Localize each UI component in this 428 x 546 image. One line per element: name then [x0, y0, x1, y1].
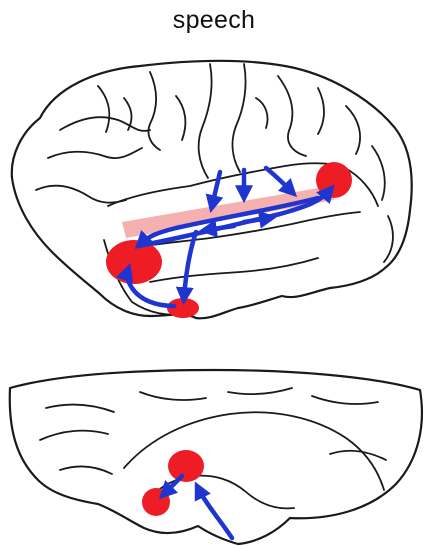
- ventral-sulcus-7: [60, 467, 112, 474]
- ventral-sulcus-3: [140, 392, 206, 400]
- ventral-pathway-up: [198, 488, 232, 538]
- ventral-sulcus-5: [312, 396, 378, 404]
- sulcus-3: [36, 186, 126, 203]
- sulcus-9: [346, 106, 360, 154]
- pathway-down-3: [266, 168, 292, 192]
- sulcus-5: [148, 72, 160, 150]
- sulcus-7: [278, 76, 306, 156]
- postcentral-sulcus: [233, 64, 246, 172]
- sulcus-12: [256, 98, 268, 128]
- ventral-sulcus-4: [228, 388, 292, 394]
- sulcus-11: [384, 216, 393, 262]
- lateral-brain-outline: [12, 61, 412, 319]
- ventral-sulcus-1: [46, 405, 114, 412]
- superior-temporal-highlight: [122, 186, 334, 238]
- pathway-down-1: [212, 172, 220, 206]
- lateral-brain-view: [12, 61, 412, 319]
- pathway-vertical: [184, 232, 196, 298]
- sulcus-10: [372, 146, 385, 200]
- ventral-sulcus-2: [40, 431, 108, 440]
- sulcus-6: [176, 96, 185, 140]
- ventral-pathways: [164, 476, 232, 538]
- sulcus-2: [48, 148, 142, 158]
- pathway-mid-right: [244, 218, 270, 222]
- sulcus-4: [98, 86, 109, 132]
- lateral-pathways: [127, 168, 330, 306]
- sulcus-8: [318, 88, 324, 134]
- activation-parietal: [316, 162, 352, 198]
- pathway-mid-left: [206, 226, 234, 230]
- activation-ventral-upper: [168, 450, 204, 482]
- inferior-temporal-sulcus: [150, 258, 318, 282]
- ventral-sulcus-6: [330, 451, 386, 460]
- activation-temporal-anterior: [106, 240, 162, 284]
- sulcus-1: [60, 117, 150, 131]
- central-sulcus: [199, 64, 212, 178]
